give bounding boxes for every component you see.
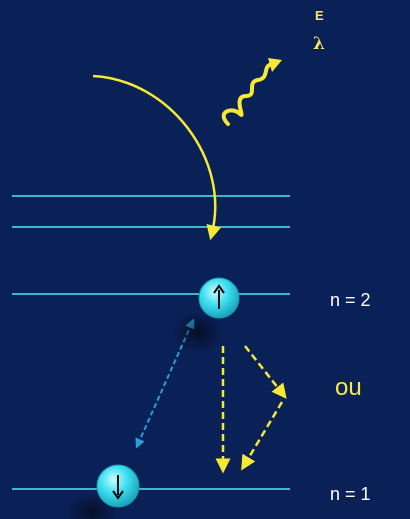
level-label-n1: n = 1	[330, 484, 371, 505]
level-label-n2: n = 2	[330, 290, 371, 311]
photon-path-arrow	[93, 76, 215, 233]
electron-upper	[199, 278, 239, 318]
two-step-arrow-part2	[245, 402, 282, 464]
electron-lower	[97, 465, 139, 507]
two-step-arrow-part1	[245, 346, 282, 393]
wavelength-label: λ	[313, 34, 325, 54]
photon-wave-arrowhead	[268, 58, 282, 72]
energy-label: E	[315, 8, 324, 23]
or-label: ou	[335, 374, 362, 402]
photon-wave-icon	[224, 64, 272, 124]
